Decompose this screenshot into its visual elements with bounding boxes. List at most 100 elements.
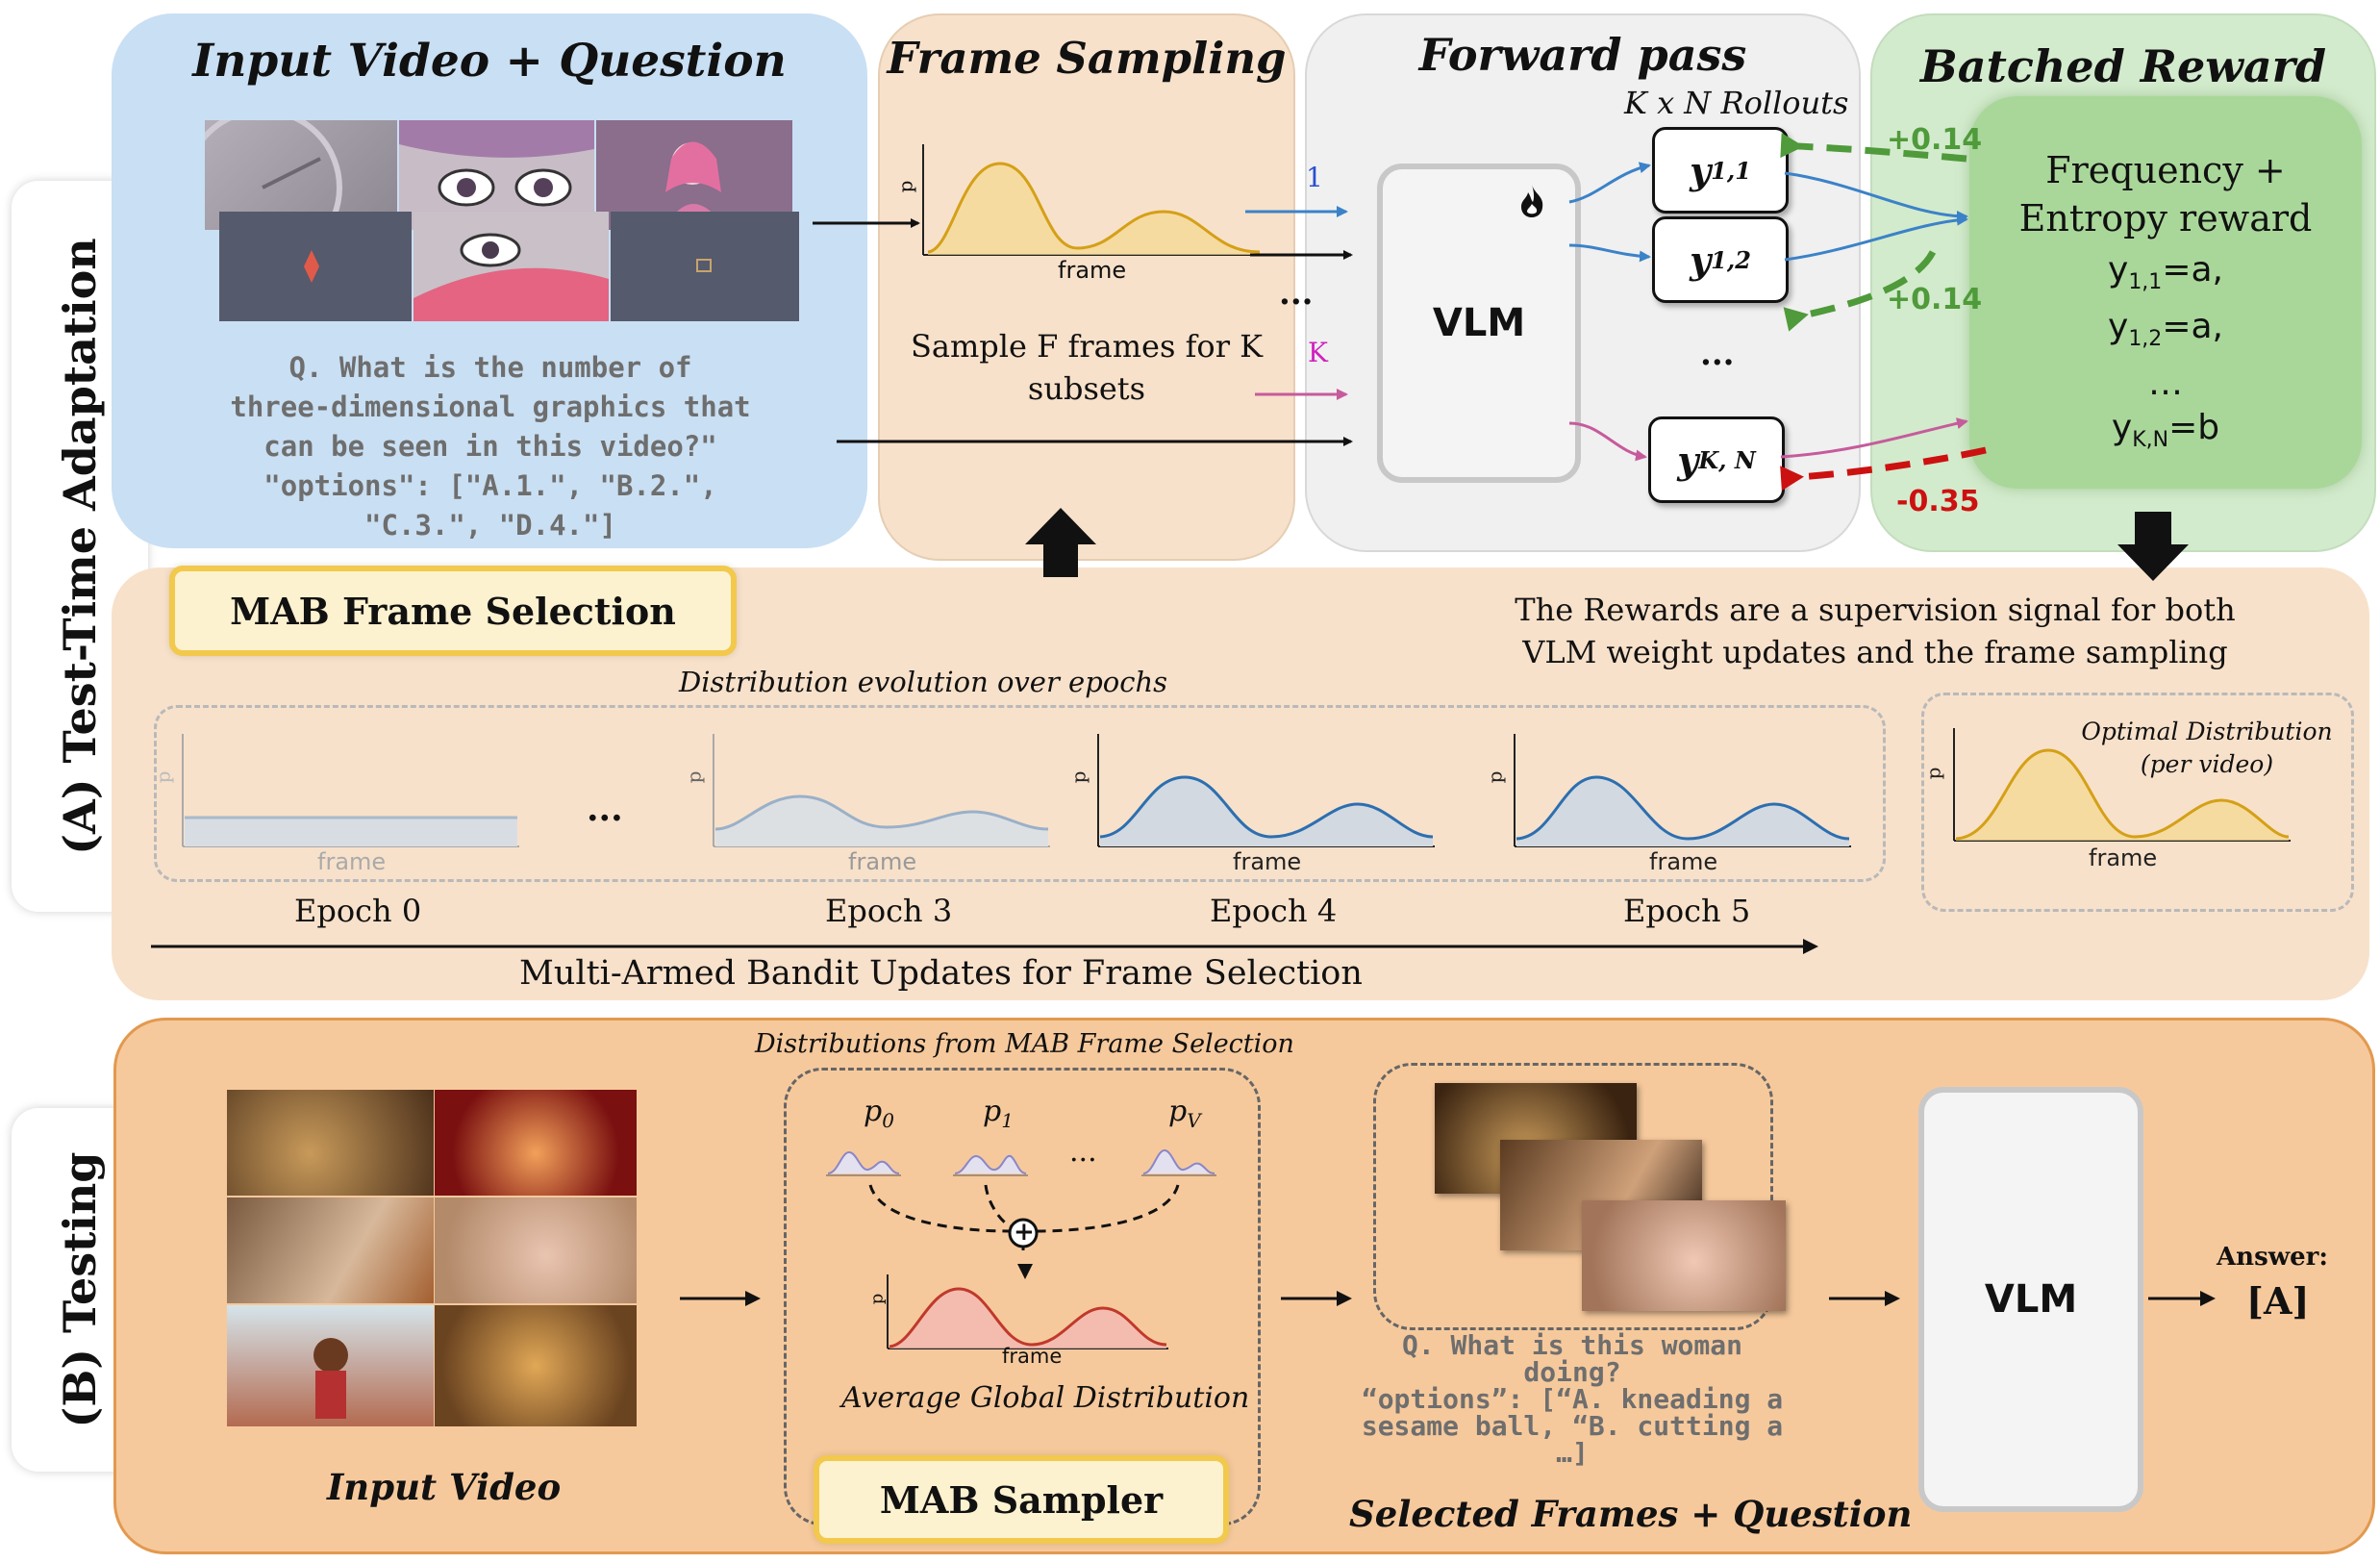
bandit-caption: Multi-Armed Bandit Updates for Frame Sel… <box>519 954 1363 993</box>
rollout-1-main: y <box>1690 148 1712 192</box>
p-dots: ... <box>1069 1135 1097 1169</box>
arrow-vlm-to-y11 <box>1568 162 1651 204</box>
test-question: Q. What is this woman doing? “options”: … <box>1346 1332 1798 1467</box>
video-frame-4 <box>219 212 412 321</box>
merge-line-right <box>1035 1184 1180 1233</box>
sampling-caption-line-1: Sample F frames for K <box>910 328 1264 365</box>
reward-eq-1-rest: =a, <box>2162 250 2223 290</box>
reward-eq-2-sub: 1,2 <box>2128 327 2163 352</box>
epoch-4-plot <box>1097 734 1435 847</box>
reward-eq-4: yK,N=b <box>1969 406 2362 463</box>
sampling-dots: ... <box>1279 274 1314 313</box>
p1-label: p1 <box>983 1095 1014 1132</box>
arrow-sampler-to-frames <box>1281 1291 1352 1306</box>
distributions-title: Distributions from MAB Frame Selection <box>755 1029 1294 1059</box>
epoch-3-frame: frame <box>848 848 917 875</box>
rollout-dots: ... <box>1700 335 1735 373</box>
reward-eq-1-main: y <box>2108 250 2129 290</box>
epoch-5-frame: frame <box>1649 848 1718 875</box>
sampling-distribution-plot <box>922 144 1265 256</box>
epoch-0-frame: frame <box>317 848 387 875</box>
evolution-box <box>154 705 1886 882</box>
test-question-line-1: Q. What is this woman <box>1401 1329 1742 1361</box>
vlm-train-box: VLM <box>1377 164 1581 483</box>
optimal-caption-line-2: (per video) <box>2140 750 2274 778</box>
video-frame-5 <box>413 212 609 321</box>
epoch-3-p: p <box>682 770 706 784</box>
rollout-1-sub: 1,1 <box>1711 156 1751 185</box>
selected-frames-box <box>1373 1063 1773 1330</box>
reward-equations: y1,1=a, y1,2=a, … yK,N=b <box>1969 248 2362 464</box>
selected-frames-caption: Selected Frames + Question <box>1349 1493 1913 1535</box>
p1-main: p <box>983 1095 1002 1128</box>
optimal-p: p <box>1921 767 1945 780</box>
question-line-3: can be seen in this video?" <box>263 430 717 463</box>
epoch-4-label: Epoch 4 <box>1210 893 1338 929</box>
reward-eq-1: y1,1=a, <box>1969 248 2362 305</box>
reward-back-arrow-3 <box>1780 446 1987 492</box>
rollout-3-main: y <box>1677 438 1699 482</box>
reward-eq-2: y1,2=a, <box>1969 305 2362 362</box>
question-line-4: "options": ["A.1.", "B.2.", <box>263 469 717 502</box>
vlm-test-label: VLM <box>1984 1277 2078 1322</box>
reward-eq-4-rest: =b <box>2168 408 2220 448</box>
vlm-test-box: VLM <box>1918 1087 2143 1512</box>
reward-eq-4-main: y <box>2111 408 2133 448</box>
frame-sampling-title: Frame Sampling <box>887 33 1287 84</box>
epoch-5-label: Epoch 5 <box>1623 893 1751 929</box>
arrow-ykn-to-reward <box>1780 417 1968 459</box>
average-distribution-plot <box>887 1274 1168 1349</box>
rollout-3-sub: K, N <box>1698 445 1756 474</box>
optimal-frame: frame <box>2089 845 2158 871</box>
per-video-distributions <box>826 1148 1216 1250</box>
reward-eq-2-main: y <box>2108 307 2129 347</box>
epoch-5-plot <box>1514 734 1851 847</box>
reward-box: Frequency + Entropy reward y1,1=a, y1,2=… <box>1969 96 2362 489</box>
reward-back-arrow-2 <box>1783 250 1937 332</box>
sampling-caption-line-2: subsets <box>1027 370 1146 407</box>
epoch-4-p: p <box>1066 770 1090 784</box>
reward-back-arrow-1 <box>1780 133 1967 163</box>
pv-main: p <box>1168 1095 1188 1128</box>
answer-value: [A] <box>2246 1279 2310 1323</box>
vlm-train-label: VLM <box>1432 301 1526 345</box>
mab-frame-selection-tag: MAB Frame Selection <box>169 566 737 656</box>
reward-eq-3: … <box>1969 362 2362 406</box>
test-frame-4 <box>435 1197 637 1303</box>
optimal-caption-line-1: Optimal Distribution <box>2081 718 2333 745</box>
input-question: Q. What is the number of three-dimension… <box>125 348 856 545</box>
mab-note: The Rewards are a supervision signal for… <box>1442 589 2308 673</box>
bandit-arrow <box>151 939 1818 954</box>
evolution-title: Distribution evolution over epochs <box>679 666 1168 698</box>
flame-icon <box>1521 185 1543 217</box>
arrow-frames-to-vlm <box>1829 1291 1900 1306</box>
rollout-2-sub: 1,2 <box>1711 245 1751 274</box>
sampling-caption: Sample F frames for K subsets <box>899 325 1274 410</box>
p0-mini-plot <box>826 1150 901 1176</box>
mab-note-line-1: The Rewards are a supervision signal for… <box>1515 592 2236 628</box>
reward-value-2: +0.14 <box>1887 283 1983 316</box>
video-frame-6 <box>611 212 799 321</box>
p0-main: p <box>864 1095 883 1128</box>
optimal-distribution-box <box>1921 693 2354 912</box>
pv-mini-plot <box>1141 1148 1216 1176</box>
selected-frame-3 <box>1582 1200 1786 1311</box>
epoch-0-label: Epoch 0 <box>294 893 422 929</box>
epoch-4-frame: frame <box>1233 848 1302 875</box>
pv-sub: V <box>1187 1109 1201 1132</box>
batched-reward-title: Batched Reward <box>1919 40 2327 92</box>
sum-arrow-head <box>1017 1264 1033 1279</box>
question-line-2: three-dimensional graphics that <box>230 391 751 423</box>
reward-eq-4-sub: K,N <box>2132 428 2169 453</box>
p1-sub: 1 <box>1001 1109 1014 1132</box>
reward-box-title: Frequency + Entropy reward <box>1969 146 2362 242</box>
merge-line-mid <box>984 1184 1012 1228</box>
test-frame-5 <box>227 1305 434 1426</box>
reward-eq-2-rest: =a, <box>2162 307 2223 347</box>
arrow-vlm-to-y12 <box>1568 243 1651 263</box>
block-arrow-up <box>1025 508 1096 577</box>
p0-label: p0 <box>864 1095 894 1132</box>
input-video-caption: Input Video <box>327 1466 562 1508</box>
